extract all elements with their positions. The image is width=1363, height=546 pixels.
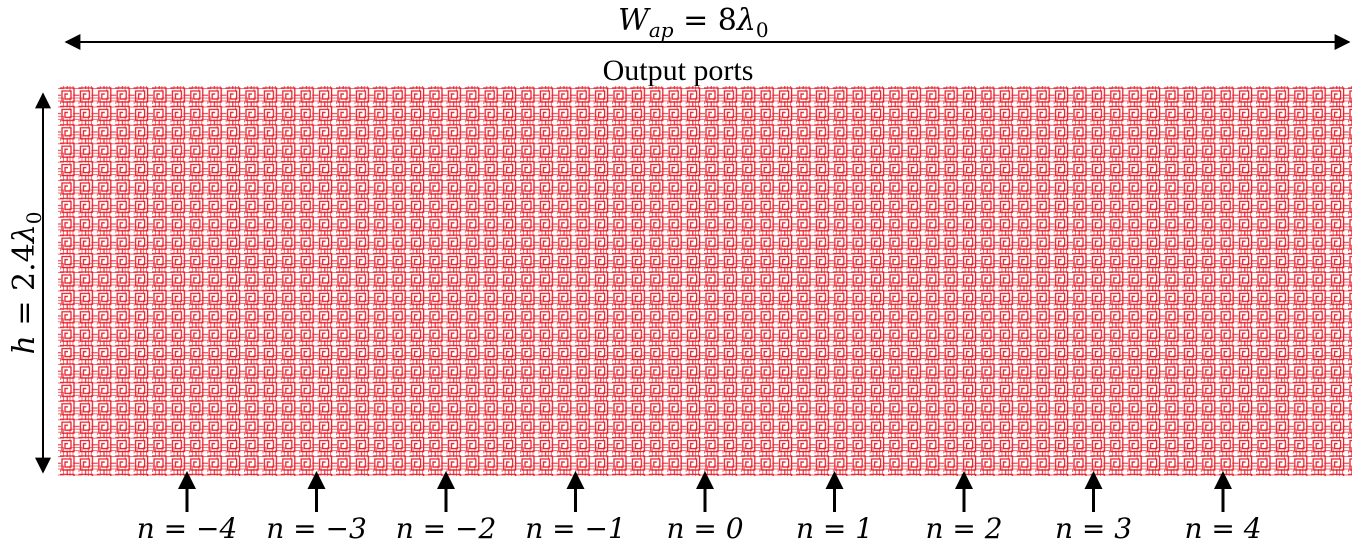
height-label: h = 2.4λ0 (7, 212, 46, 355)
width-label: Wap = 8λ0 (618, 3, 769, 42)
port-label: n = −3 (266, 512, 367, 545)
output-ports-label: Output ports (603, 54, 754, 87)
port-label: n = 3 (1055, 512, 1132, 545)
port-label: n = 2 (925, 512, 1002, 545)
port-label: n = 4 (1184, 512, 1261, 545)
port-label: n = −4 (137, 512, 238, 545)
port-label: n = −1 (525, 512, 626, 545)
port-label: n = 0 (666, 512, 743, 545)
port-label: n = −2 (396, 512, 497, 545)
metasurface-pattern (58, 86, 1352, 476)
input-ports: n = −4 n = −3 n = −2 n = −1 n = 0 n = 1 n = 2 n… (137, 471, 1262, 545)
port-label: n = 1 (796, 512, 873, 545)
